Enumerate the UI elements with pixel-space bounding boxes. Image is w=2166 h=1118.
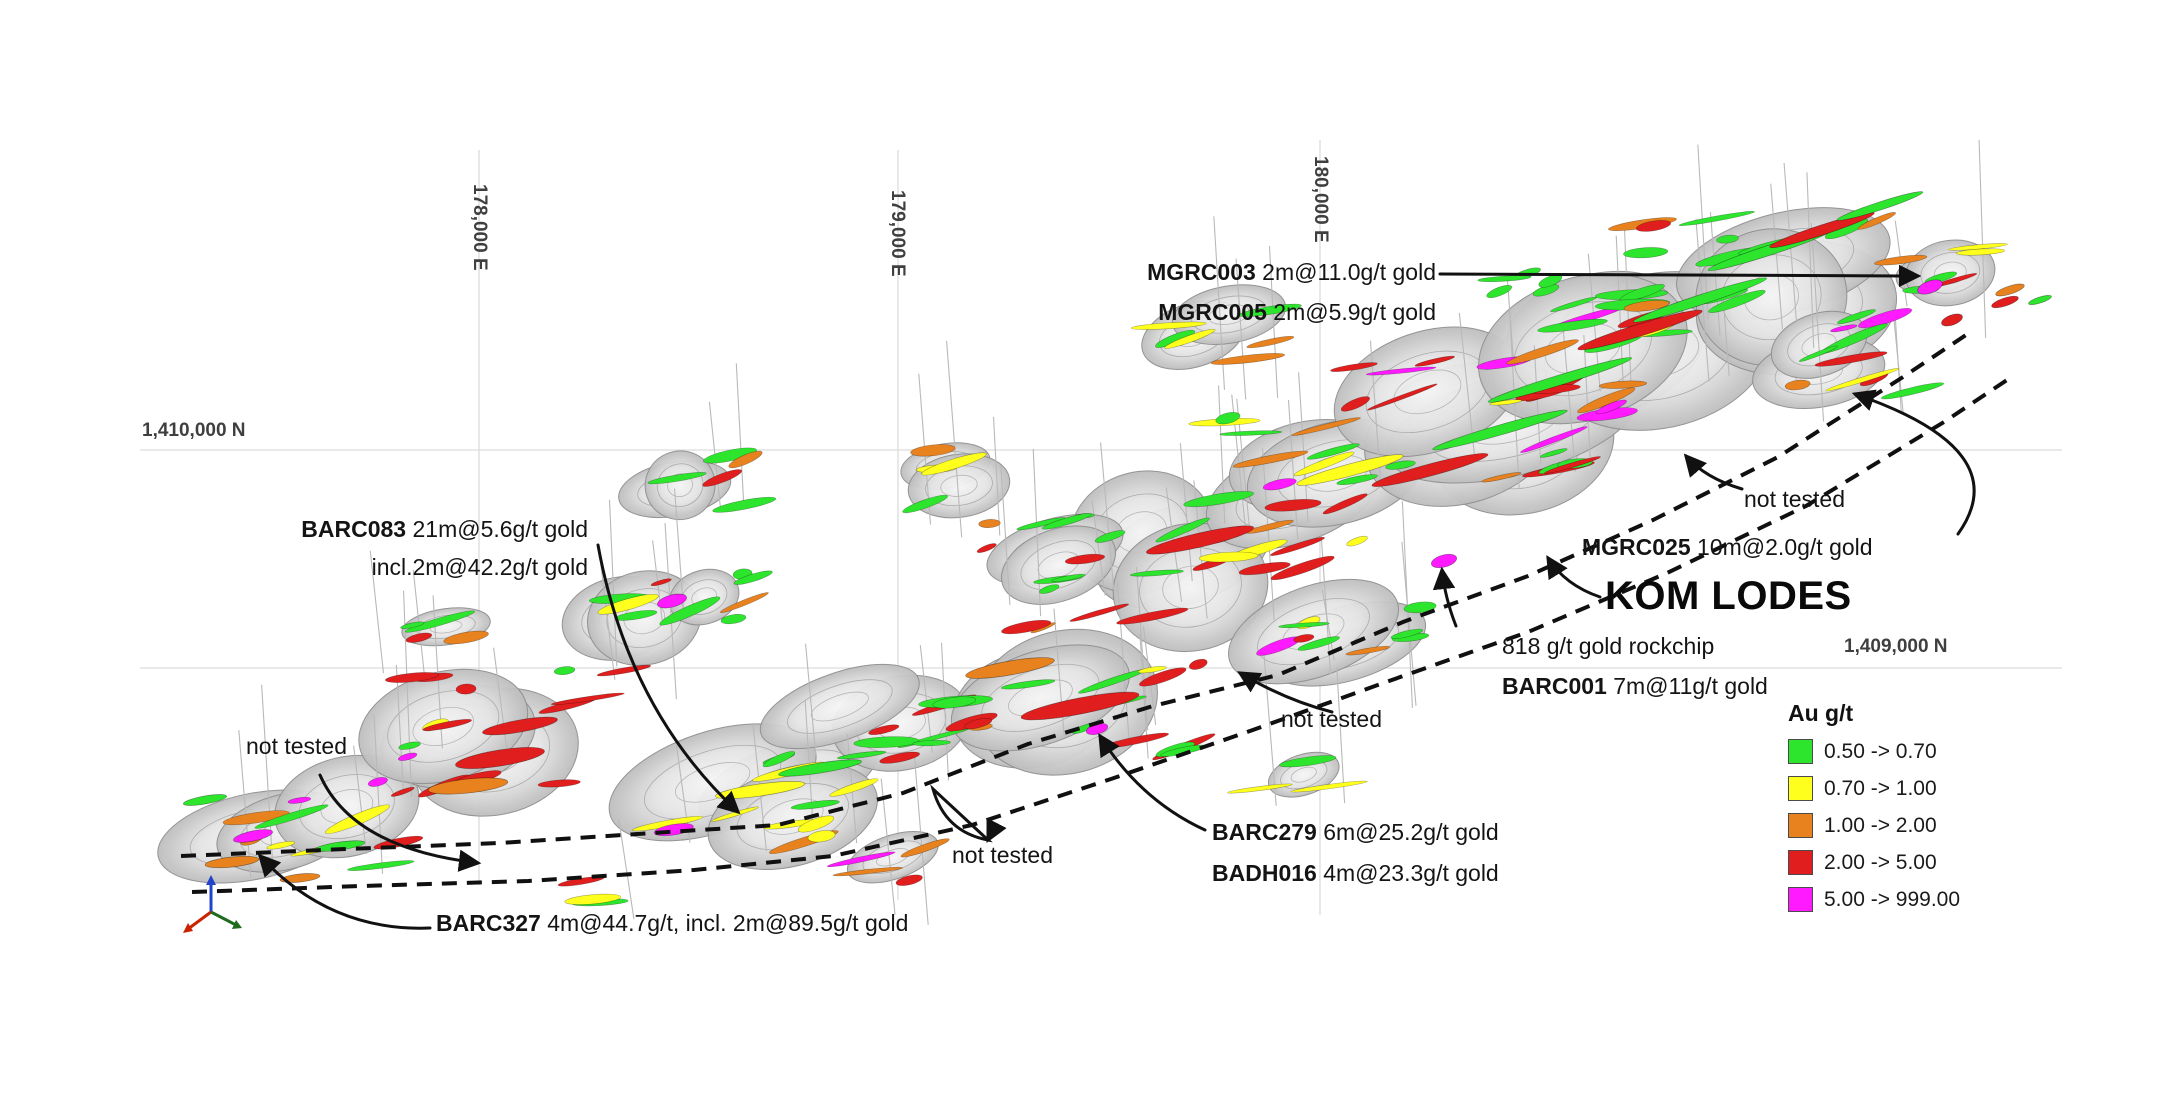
legend-row: 0.70 -> 1.00 [1788,776,1960,801]
not-tested-center-label: not tested [952,842,1054,868]
arrow-not-tested-mid [1237,671,1334,714]
legend-label: 0.70 -> 1.00 [1824,776,1937,800]
annotation-barc279-badh016: BARC279 6m@25.2g/t gold BADH016 4m@23.3g… [1212,812,1499,894]
legend-label: 2.00 -> 5.00 [1824,850,1937,874]
hole-id-mgrc005: MGRC005 [1158,299,1267,325]
arrow-rockchip [1432,566,1458,628]
hole-id-barc327: BARC327 [436,910,541,936]
intercept-mgrc025: 10m@2.0g/t gold [1690,534,1873,560]
kom-lodes-title: KOM LODES [1605,574,1852,618]
arrow-kom-lodes [1546,555,1602,599]
easting-label-179000: 179,000 E [887,190,908,277]
annotation-rockchip-barc001: 818 g/t gold rockchip BARC001 7m@11g/t g… [1502,626,1768,706]
rockchip-result: 818 g/t gold rockchip [1502,633,1715,659]
annotation-mgrc025: MGRC025 10m@2.0g/t gold [1582,534,1873,561]
legend-swatch-magenta [1788,887,1813,912]
legend-swatch-red [1788,850,1813,875]
annotation-arrows [257,264,1976,930]
legend-swatch-green [1788,739,1813,764]
northing-label-1410000: 1,410,000 N [142,420,246,441]
kom-lodes-corridor-dashed-lines [180,329,2009,894]
intercept-barc001: 7m@11g/t gold [1606,673,1768,699]
grade-legend: Au g/t 0.50 -> 0.70 0.70 -> 1.00 1.00 ->… [1788,700,1960,912]
legend-swatch-orange [1788,813,1813,838]
hole-id-mgrc025: MGRC025 [1582,534,1691,560]
legend-label: 5.00 -> 999.00 [1824,887,1961,911]
hole-id-badh016: BADH016 [1212,860,1317,886]
arrow-barc279 [1098,733,1207,832]
intercept-mgrc005: 2m@5.9g/t gold [1266,299,1436,325]
annotation-barc083: BARC083 21m@5.6g/t gold incl.2m@42.2g/t … [220,510,588,586]
arrow-not-tested-left [318,773,482,872]
arrow-not-tested-right [1683,453,1744,491]
not-tested-right-label: not tested [1744,486,1846,512]
gold-lode-lenses [182,191,2052,907]
hole-id-barc279: BARC279 [1212,819,1317,845]
legend-swatch-yellow [1788,776,1813,801]
not-tested-mid-label: not tested [1281,706,1383,732]
annotation-not-tested-right: not tested [1744,486,1845,513]
arrow-barc327 [257,853,432,930]
hole-id-barc083: BARC083 [301,516,407,542]
legend-label: 1.00 -> 2.00 [1824,813,1937,837]
arrow-mgrc003 [1438,264,1922,288]
hole-id-barc001: BARC001 [1502,673,1607,699]
northing-label-1409000: 1,409,000 N [1844,636,1948,657]
intercept-mgrc003: 2m@11.0g/t gold [1255,259,1436,285]
legend-row: 0.50 -> 0.70 [1788,739,1960,764]
hole-id-mgrc003: MGRC003 [1147,259,1256,285]
legend-title: Au g/t [1788,700,1854,726]
annotation-mgrc003-mgrc005: MGRC003 2m@11.0g/t gold MGRC005 2m@5.9g/… [1000,252,1436,332]
easting-label-178000: 178,000 E [469,184,490,271]
annotation-not-tested-center: not tested [952,842,1053,869]
intercept-barc083: 21m@5.6g/t gold [406,516,588,542]
intercept-barc327: 4m@44.7g/t, incl. 2m@89.5g/t gold [540,910,909,936]
legend-row: 5.00 -> 999.00 [1788,887,1960,912]
annotation-not-tested-left: not tested [246,733,347,760]
arrow-not-tested-center [930,784,988,840]
legend-row: 1.00 -> 2.00 [1788,813,1960,838]
arrow-barc083 [596,543,741,815]
intercept-barc083-incl: incl.2m@42.2g/t gold [371,554,588,580]
legend-row: 2.00 -> 5.00 [1788,850,1960,875]
intercept-badh016: 4m@23.3g/t gold [1316,860,1499,886]
easting-label-180000: 180,000 E [1310,156,1331,243]
annotation-barc327: BARC327 4m@44.7g/t, incl. 2m@89.5g/t gol… [436,910,908,937]
legend-label: 0.50 -> 0.70 [1824,739,1937,763]
arrow-mgrc025 [1851,389,1976,536]
not-tested-left-label: not tested [246,733,348,759]
intercept-barc279: 6m@25.2g/t gold [1316,819,1499,845]
annotation-not-tested-mid: not tested [1281,706,1382,733]
axis-triad-icon [183,875,242,933]
